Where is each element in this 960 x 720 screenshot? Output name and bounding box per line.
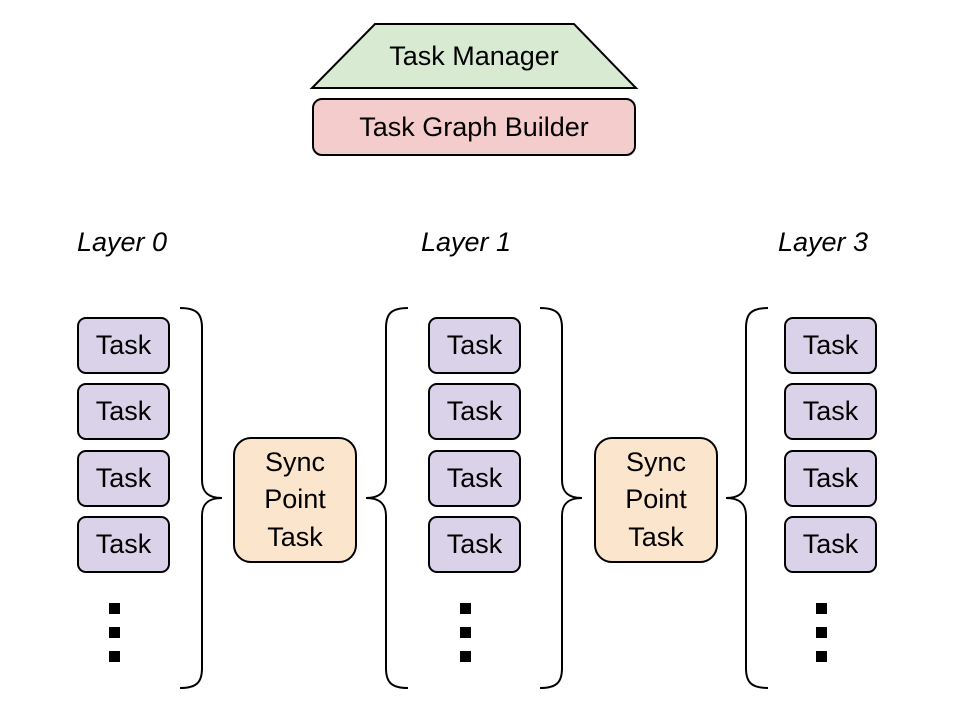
sync-point-task-1: Sync Point Task: [233, 437, 357, 563]
sync-point-task-2: Sync Point Task: [594, 437, 718, 563]
brace-layer0-right: [179, 307, 223, 689]
layer-3-task-1: Task: [784, 317, 877, 374]
layer-1-task-3: Task: [428, 450, 521, 507]
layer-1-task-4: Task: [428, 516, 521, 573]
layer-0-task-3: Task: [77, 450, 170, 507]
layer-0-task-4: Task: [77, 516, 170, 573]
layer-3-task-4: Task: [784, 516, 877, 573]
task-manager-shape: [309, 23, 639, 89]
layer-0-task-2: Task: [77, 383, 170, 440]
layer-1-task-1: Task: [428, 317, 521, 374]
layer-3-label: Layer 3: [778, 226, 869, 257]
layer-1-label: Layer 1: [421, 226, 512, 257]
layer-0-label: Layer 0: [77, 226, 168, 257]
ellipsis-layer0: [109, 603, 120, 662]
ellipsis-layer3: [816, 603, 827, 662]
task-graph-builder-box: Task Graph Builder: [312, 98, 636, 156]
layer-3-task-2: Task: [784, 383, 877, 440]
brace-layer1-left: [365, 307, 409, 689]
task-manager-label: Task Manager: [389, 40, 559, 71]
layer-0-task-1: Task: [77, 317, 170, 374]
brace-layer1-right: [539, 307, 583, 689]
layer-1-task-2: Task: [428, 383, 521, 440]
brace-layer3-left: [725, 307, 769, 689]
ellipsis-layer1: [460, 603, 471, 662]
layer-3-task-3: Task: [784, 450, 877, 507]
